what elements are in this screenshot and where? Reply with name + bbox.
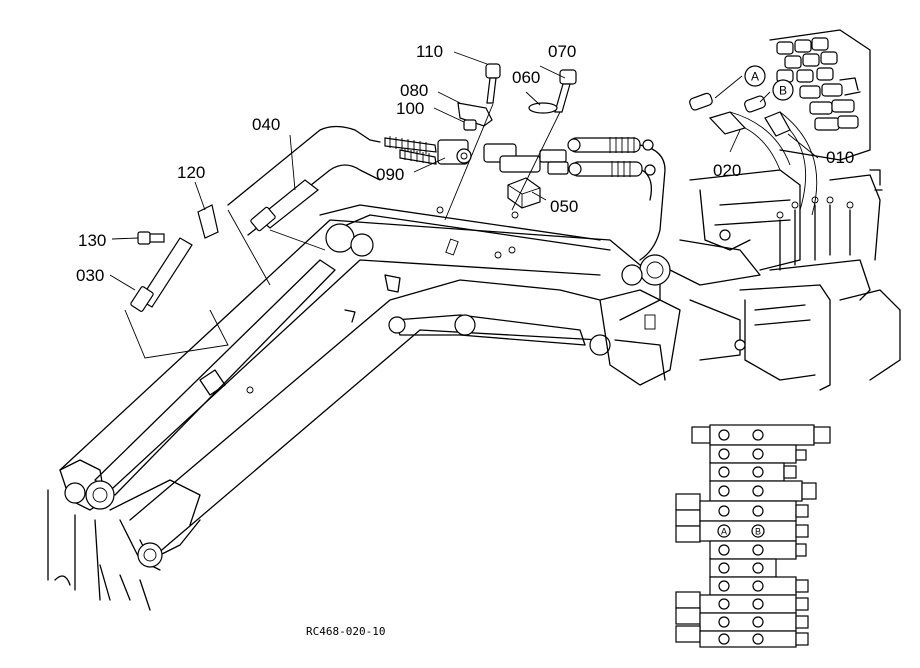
part-label-100: 100 — [396, 99, 424, 118]
part-label-120: 120 — [177, 163, 205, 182]
part-label-030: 030 — [76, 266, 104, 285]
part-label-050: 050 — [550, 197, 578, 216]
control-valve-top — [769, 29, 871, 161]
port-a-callout-circle — [744, 65, 766, 87]
leader-lines — [109, 51, 819, 291]
schematic-port-a-label: A — [721, 527, 727, 537]
part-label-040: 040 — [252, 115, 280, 134]
port-a-callout-label: A — [751, 70, 759, 84]
schematic-port-a-circle — [717, 524, 731, 538]
part-label-080: 080 — [400, 81, 428, 100]
part-label-130: 130 — [78, 231, 106, 250]
part-labels: 110 070 060 080 100 040 090 120 050 130 … — [76, 42, 854, 285]
part-label-090: 090 — [376, 165, 404, 184]
valve-schematic: A B — [675, 424, 831, 648]
part-label-070: 070 — [548, 42, 576, 61]
part-label-060: 060 — [512, 68, 540, 87]
hose-assembly — [124, 63, 818, 359]
reference-code: RC468-020-10 — [306, 625, 385, 638]
port-callouts: A B — [744, 65, 794, 101]
port-b-callout-label: B — [779, 84, 787, 98]
part-label-010: 010 — [826, 148, 854, 167]
port-b-callout-circle — [772, 79, 794, 101]
machine-body — [669, 169, 901, 391]
boom-assembly — [47, 125, 681, 611]
part-label-020: 020 — [713, 161, 741, 180]
schematic-port-b-circle — [751, 524, 765, 538]
part-label-110: 110 — [416, 42, 443, 61]
schematic-port-b-label: B — [755, 527, 761, 537]
